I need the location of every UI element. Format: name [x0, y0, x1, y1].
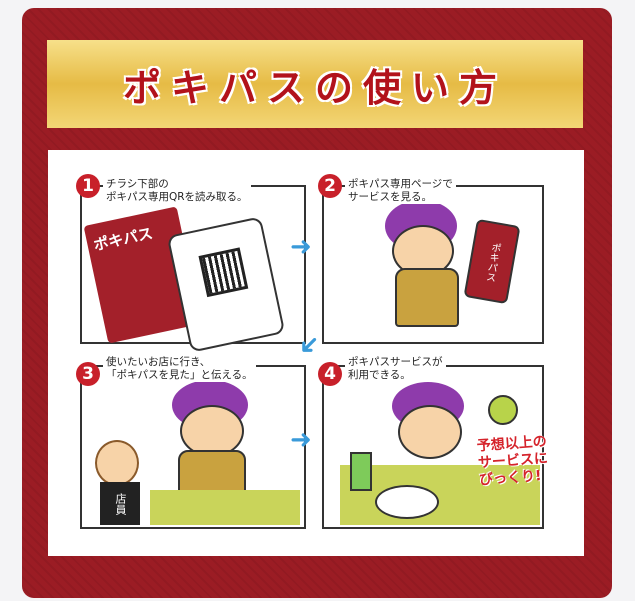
phone-text: ポキパス	[483, 240, 501, 283]
title-banner: ポキパスの使い方	[47, 40, 583, 128]
step-number: 2	[318, 174, 342, 198]
step-4-caption: ポキパスサービスが 利用できる。	[345, 356, 446, 382]
page-title: ポキパスの使い方	[122, 65, 507, 110]
staff-label: 店員	[114, 492, 127, 515]
surprise-note: 予想以上の サービスに びっくり!	[476, 433, 549, 489]
character-face	[398, 405, 462, 459]
table-illustration	[340, 465, 540, 525]
character-body	[395, 268, 459, 327]
arrow-right-icon: ➜	[290, 232, 312, 262]
character-face	[180, 405, 244, 457]
step-number: 4	[318, 362, 342, 386]
drink-illustration	[350, 452, 372, 491]
step-1-caption: チラシ下部の ポキパス専用QRを読み取る。	[103, 178, 251, 204]
flyer-text: ポキパス	[91, 224, 155, 255]
step-number: 1	[76, 174, 100, 198]
arrow-right-icon: ➜	[290, 425, 312, 455]
step-3-caption: 使いたいお店に行き、 「ポキパスを見た」と伝える。	[103, 356, 256, 382]
staff-apron: 店員	[100, 482, 140, 525]
step-number: 3	[76, 362, 100, 386]
qr-code-icon	[198, 247, 249, 298]
table-illustration	[150, 490, 300, 525]
staff-face	[95, 440, 139, 486]
coin-illustration	[488, 395, 518, 425]
plate-illustration	[375, 485, 439, 519]
step-2-caption: ポキパス専用ページで サービスを見る。	[345, 178, 456, 204]
